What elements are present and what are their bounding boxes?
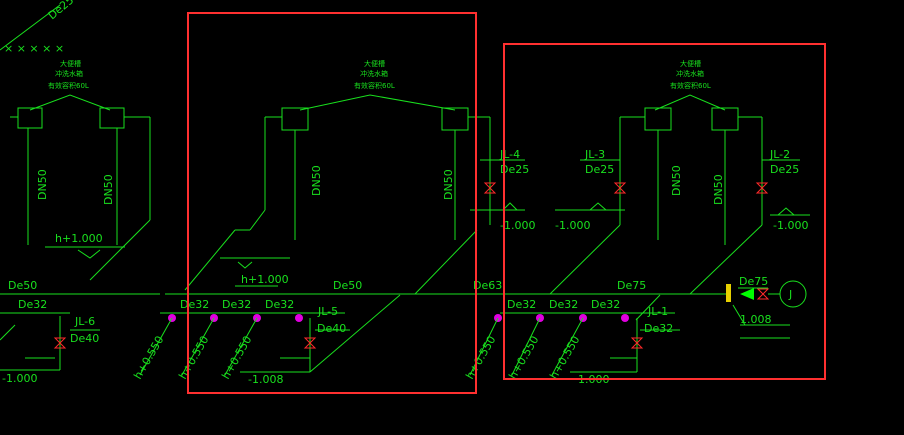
tank-note-2: 冲洗水箱 <box>676 69 704 78</box>
valve-icon <box>53 337 67 349</box>
elev-label: -1.000 <box>500 219 535 232</box>
dn-label: DN50 <box>310 165 323 196</box>
tank-note-1: 大便槽 <box>364 59 385 68</box>
riser-label: JL-3 <box>584 148 605 161</box>
pipe-label: De32 <box>180 298 209 311</box>
elev-label: h+0.550 <box>176 334 211 382</box>
valve-icon <box>756 288 770 300</box>
elev-label: h+0.550 <box>506 334 541 382</box>
tank-icon <box>17 107 43 129</box>
tank-note-1: 大便槽 <box>60 59 81 68</box>
tank-note-2: 冲洗水箱 <box>360 69 388 78</box>
meter-label: J <box>788 288 792 301</box>
pipe-label: De63 <box>473 279 502 292</box>
riser-jl4: JL-4 De25 -1.000 <box>470 117 535 232</box>
tank-note-1: 大便槽 <box>680 59 701 68</box>
middle-group: 大便槽 冲洗水箱 有效容积60L DN50 DN50 h+1.000 De50 … <box>131 59 728 386</box>
valve-icon <box>630 337 644 349</box>
riser-label: JL-1 <box>647 305 668 318</box>
dn-label: DN50 <box>712 174 725 205</box>
pipe-label: De25 <box>585 163 614 176</box>
highlight-frame <box>187 12 477 394</box>
dn-label: DN50 <box>36 169 49 200</box>
x-markers: × × × × × <box>4 42 64 55</box>
tank-note-3: 有效容积60L <box>354 81 395 90</box>
pipe-label: De32 <box>222 298 251 311</box>
gauge-icon <box>726 284 731 302</box>
riser-label: JL-2 <box>769 148 790 161</box>
pipe-label: De50 <box>333 279 362 292</box>
riser-label: JL-6 <box>74 315 95 328</box>
tank-note-3: 有效容积60L <box>48 81 89 90</box>
elev-label: -1.008 <box>248 373 283 386</box>
tank-icon <box>281 107 309 131</box>
elev-label: h+0.550 <box>131 334 166 382</box>
pipe-label: De75 <box>739 275 768 288</box>
pipe-label: De32 <box>265 298 294 311</box>
right-group: 大便槽 冲洗水箱 有效容积60L DN50 DN50 JL-3 De25 -1.… <box>463 59 810 386</box>
pipe-label: De32 <box>644 322 673 335</box>
valve-icon <box>613 182 627 194</box>
dn-label: DN50 <box>670 165 683 196</box>
pipe-label: De32 <box>591 298 620 311</box>
pipe-label: De75 <box>617 279 646 292</box>
highlight-frame <box>503 43 826 380</box>
valve-icon <box>303 337 317 349</box>
tank-icon <box>711 107 739 131</box>
tank-icon <box>99 107 125 129</box>
tank-icon <box>644 107 672 131</box>
elev-label: h+0.550 <box>463 334 498 382</box>
elev-label: -1.000 <box>773 219 808 232</box>
riser-label: JL-5 <box>317 305 338 318</box>
elev-label: -1.000 <box>2 372 37 385</box>
tank-note-2: 冲洗水箱 <box>55 69 83 78</box>
pipe-label: De40 <box>317 322 346 335</box>
dn-label: DN50 <box>442 169 455 200</box>
pipe-label: De32 <box>549 298 578 311</box>
top-left-pipe: × × × × × De25 <box>0 0 76 55</box>
pipe-label: De32 <box>507 298 536 311</box>
tank-icon <box>441 107 469 131</box>
valve-icon <box>483 182 497 194</box>
branch-marker-icon <box>295 314 303 322</box>
elev-label: h+1.000 <box>55 232 103 245</box>
pipe-label: De50 <box>8 279 37 292</box>
pipe-label: De25 <box>770 163 799 176</box>
branch-marker-icon <box>621 314 629 322</box>
pipe-label: De40 <box>70 332 99 345</box>
dn-label: DN50 <box>102 174 115 205</box>
riser-label: JL-4 <box>499 148 520 161</box>
water-meter-icon <box>779 280 807 308</box>
left-group: 大便槽 冲洗水箱 有效容积60L DN50 DN50 h+1.000 De50 … <box>0 59 160 385</box>
valve-icon <box>755 182 769 194</box>
elev-label: -1.000 <box>555 219 590 232</box>
elev-label: 1.008 <box>740 313 772 326</box>
top-label: De25 <box>46 0 77 22</box>
pipe-label: De32 <box>18 298 47 311</box>
tank-note-3: 有效容积60L <box>670 81 711 90</box>
elev-label: h+1.000 <box>241 273 289 286</box>
flow-arrow-icon <box>740 288 754 300</box>
pipe-label: De25 <box>500 163 529 176</box>
